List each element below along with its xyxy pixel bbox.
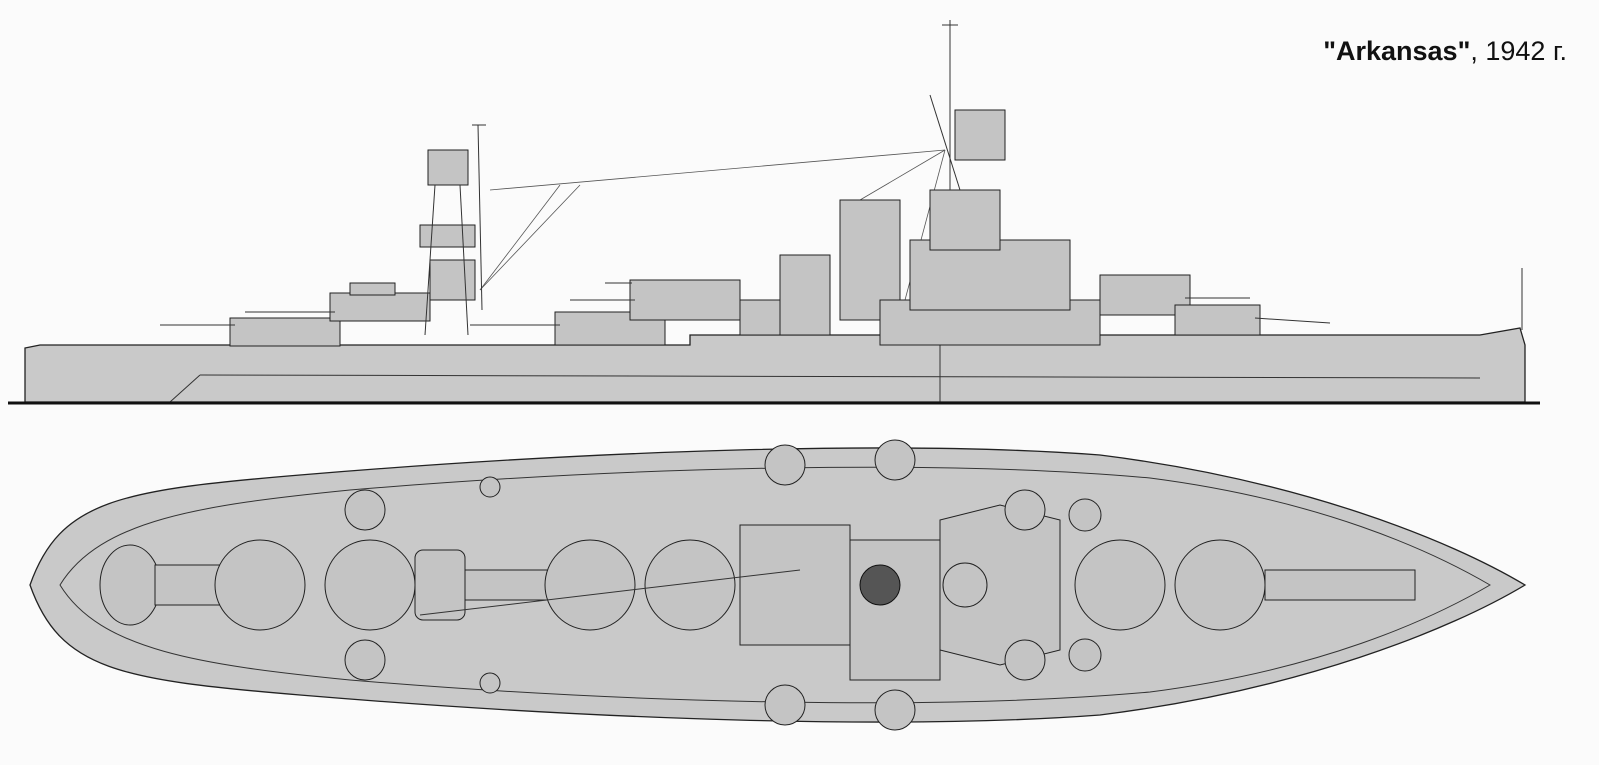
plan-secondary-mounts (344, 439, 1102, 731)
drawing-title: "Arkansas", 1942 г. (1323, 36, 1567, 67)
forward-turrets-profile (160, 282, 431, 347)
superstructure-profile (779, 20, 1101, 346)
ship-name: "Arkansas" (1323, 36, 1471, 66)
year-label: , 1942 г. (1470, 36, 1567, 66)
aft-turrets-profile (1099, 268, 1523, 336)
midship-turrets-profile (470, 279, 801, 346)
plan-turrets (99, 504, 1416, 681)
foremast (419, 124, 486, 336)
funnel-top (859, 564, 901, 606)
